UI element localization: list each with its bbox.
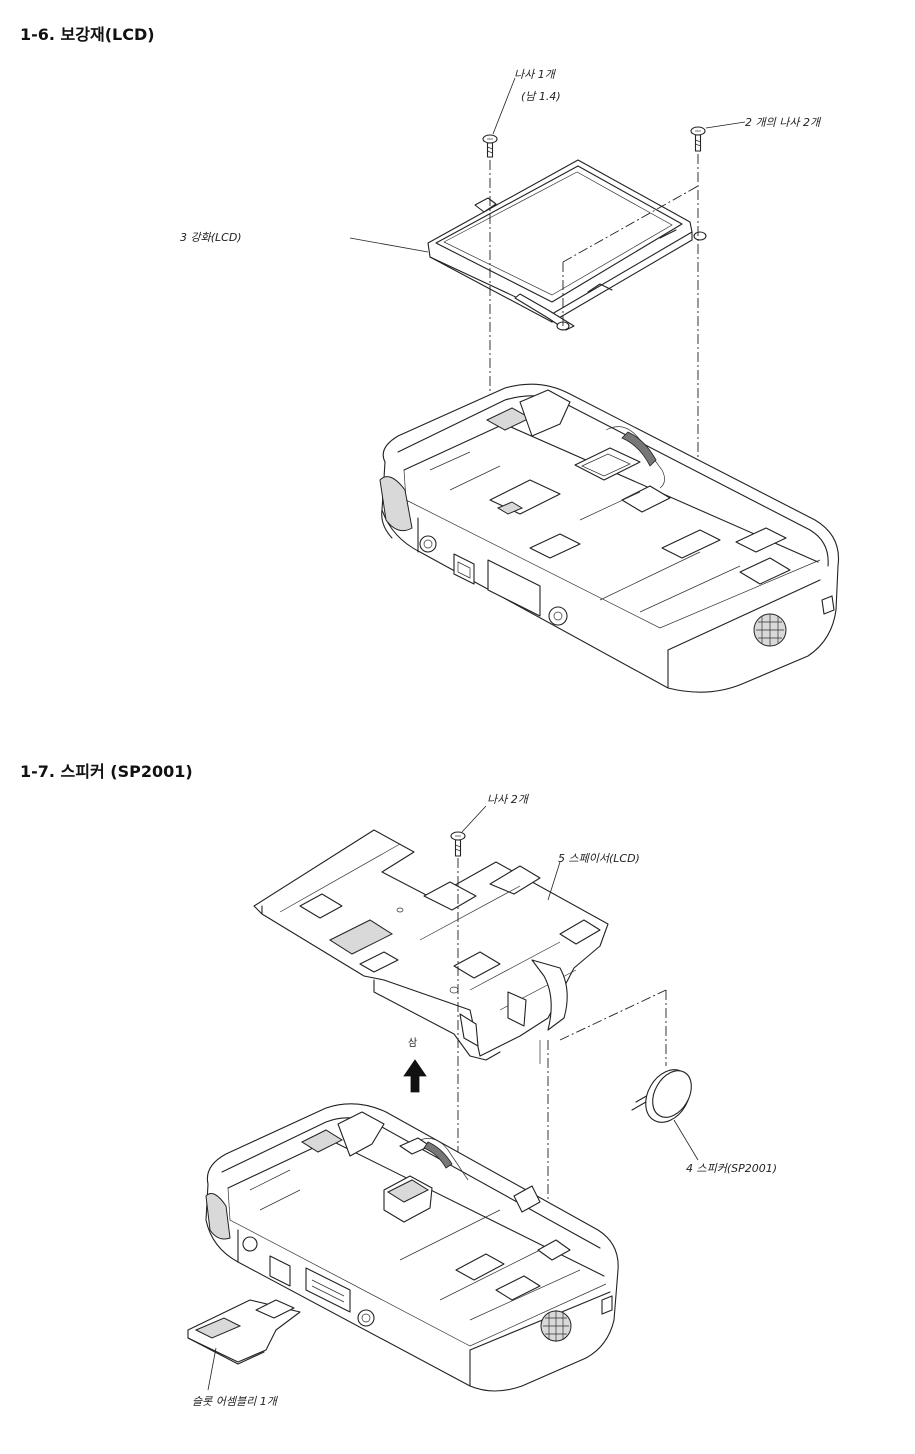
slot-assembly-leader — [207, 1347, 217, 1391]
slot-assembly-label: 슬롯 어셈블리 1개 — [192, 1395, 277, 1408]
lcd-reinforcement-exploded-diagram — [349, 77, 840, 693]
lcd-reinforcement-plate — [427, 159, 707, 331]
screw-2-part — [690, 126, 706, 152]
screw-part — [450, 831, 466, 857]
screw-1-leader — [492, 77, 516, 135]
speaker-sp2001-part — [631, 1069, 692, 1123]
screw-leader — [461, 805, 487, 833]
lcd-spacer-part — [253, 829, 609, 1061]
speaker-label: 4 스피커(SP2001) — [686, 1162, 778, 1175]
spacer-leader — [547, 861, 561, 901]
device-housing-2 — [205, 1103, 619, 1392]
spacer-label: 5 스페이서(LCD) — [558, 852, 640, 865]
screw-1-label: 나사 1개 — [514, 68, 555, 81]
arrow-label: 삼 — [408, 1038, 418, 1049]
speaker-assembly-line-b — [559, 989, 667, 1041]
screw-label: 나사 2개 — [487, 793, 528, 806]
screw-2-leader — [705, 121, 746, 129]
section-heading-lcd-reinforcement: 1-6. 보강재(LCD) — [20, 25, 155, 44]
reinforcement-label: 3 강화(LCD) — [180, 231, 242, 244]
reinforcement-leader — [349, 237, 429, 253]
up-arrow-icon — [403, 1059, 427, 1093]
screw-2-label: 2 개의 나사 2개 — [745, 116, 821, 129]
device-housing-1 — [379, 383, 840, 693]
screw-1-part — [482, 134, 498, 158]
screw-1-sublabel: (남 1.4) — [521, 90, 561, 103]
slot-assembly-part — [187, 1299, 301, 1365]
speaker-leader — [673, 1119, 699, 1161]
section-heading-speaker: 1-7. 스피커 (SP2001) — [20, 762, 193, 781]
assembly-line-4 — [562, 185, 699, 263]
